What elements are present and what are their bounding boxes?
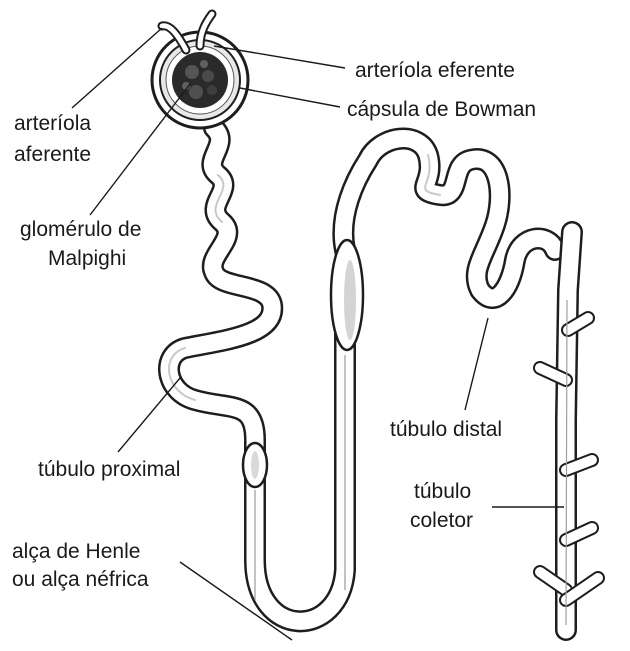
leader-lines	[71, 27, 564, 641]
label-efferent-arteriole: arteríola eferente	[355, 59, 515, 82]
label-proximal-tubule: túbulo proximal	[38, 458, 180, 481]
label-afferent-arteriole-1: arteríola	[14, 112, 91, 135]
arterioles	[157, 9, 217, 55]
label-afferent-arteriole-2: aferente	[14, 143, 91, 166]
nephron-tubule	[158, 117, 566, 633]
collecting-duct	[533, 221, 605, 641]
label-distal-tubule: túbulo distal	[390, 418, 502, 441]
label-collecting-duct-2: coletor	[410, 509, 473, 532]
label-glomerulus-1: glomérulo de	[20, 218, 141, 241]
label-bowman-capsule: cápsula de Bowman	[347, 98, 536, 121]
label-henle-loop-1: alça de Henle	[12, 540, 140, 563]
labels: arteríola eferente cápsula de Bowman art…	[12, 59, 536, 591]
label-glomerulus-2: Malpighi	[48, 247, 126, 270]
label-collecting-duct-1: túbulo	[414, 480, 471, 503]
glomerulus	[172, 52, 228, 108]
label-henle-loop-2: ou alça néfrica	[12, 568, 149, 591]
